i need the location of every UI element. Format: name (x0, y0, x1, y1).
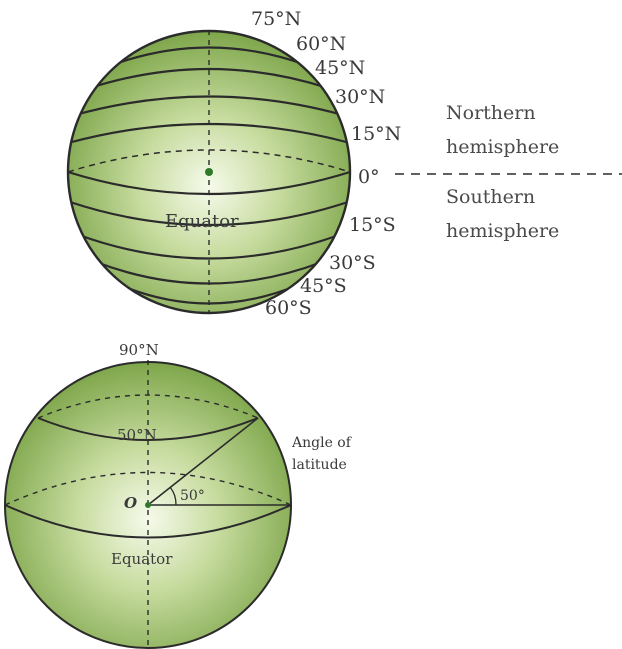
center-label-o: O (124, 494, 137, 512)
equator-label-top: Equator (165, 211, 239, 232)
center-dot-bottom (145, 502, 151, 508)
parallel-30n (74, 95, 344, 117)
globe-top: Equator 75°N 60°N 45°N 30°N 15°N 0° 15°S… (66, 8, 401, 319)
label-30s: 30°S (329, 252, 376, 274)
southern-hemisphere-line1: Southern (446, 186, 535, 208)
label-45s: 45°S (300, 275, 347, 297)
angle-caption-line1: Angle of (291, 435, 353, 451)
parallel-45n (89, 67, 329, 90)
southern-hemisphere-line2: hemisphere (446, 220, 559, 242)
parallel-30s (78, 233, 340, 260)
label-60n: 60°N (296, 33, 346, 55)
northern-hemisphere-line1: Northern (446, 102, 536, 124)
latitude-radius (147, 417, 259, 506)
parallel-label-50n: 50°N (117, 426, 157, 444)
label-15n: 15°N (351, 123, 401, 145)
label-60s: 60°S (265, 297, 312, 319)
equator-bottom-front (5, 504, 291, 539)
center-dot-top (205, 168, 213, 176)
angle-arc (169, 486, 177, 506)
northern-hemisphere-line2: hemisphere (446, 136, 559, 158)
parallel-60n (111, 46, 307, 67)
angle-value-50: 50° (180, 488, 205, 504)
label-15s: 15°S (349, 214, 396, 236)
label-45n: 45°N (315, 57, 365, 79)
label-75n: 75°N (251, 8, 301, 30)
globe-bottom: 90°N 50°N O 50° Equator (4, 341, 292, 649)
pole-label-90n: 90°N (119, 341, 159, 359)
label-30n: 30°N (335, 86, 385, 108)
label-equator-0: 0° (358, 166, 380, 188)
angle-caption-line2: latitude (292, 457, 347, 473)
equator-label-bottom: Equator (111, 550, 173, 568)
